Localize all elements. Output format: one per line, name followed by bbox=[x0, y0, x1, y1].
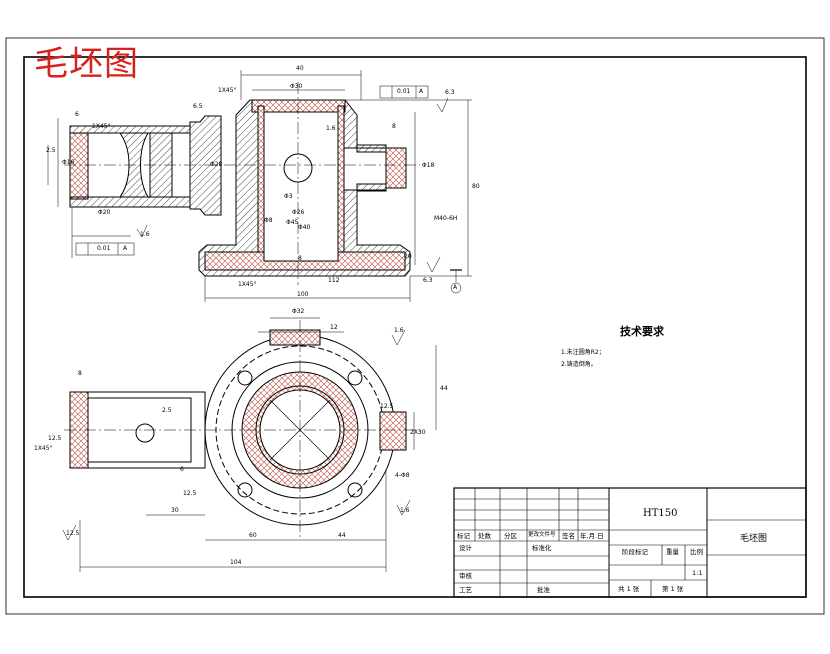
dim-label: 60 bbox=[249, 532, 257, 539]
title-row-label: 批准 bbox=[537, 586, 550, 594]
dim-label: 2.5 bbox=[162, 407, 172, 414]
title-row-label: 工艺 bbox=[459, 586, 472, 594]
sheet-number: 第 1 张 bbox=[662, 585, 684, 593]
title-row-label: 审核 bbox=[459, 572, 472, 580]
dim-label: 12 bbox=[330, 324, 338, 331]
dim-label: 44 bbox=[338, 532, 346, 539]
dim-label: 20 bbox=[404, 253, 412, 260]
stage-label: 重量 bbox=[666, 548, 679, 556]
dim-label: 40 bbox=[296, 65, 304, 72]
stage-label: 阶段标记 bbox=[622, 548, 648, 556]
dim-label: 12.5 bbox=[380, 403, 394, 410]
dim-label: 1.6 bbox=[400, 507, 410, 514]
dim-label: 30 bbox=[171, 507, 179, 514]
title-header: 签名 bbox=[562, 532, 575, 540]
dim-label: 12.5 bbox=[48, 435, 62, 442]
inner-frame bbox=[23, 56, 807, 598]
dim-label: 1.6 bbox=[140, 231, 150, 238]
title-header: 处数 bbox=[478, 532, 491, 540]
material-label: HT150 bbox=[643, 508, 678, 519]
title-header: 标记 bbox=[457, 532, 470, 540]
dim-label: Φ8 bbox=[264, 217, 273, 224]
bottom-dimension-lines bbox=[62, 317, 437, 572]
dim-label: 6.5 bbox=[193, 103, 203, 110]
dim-label: 2X30 bbox=[410, 429, 426, 436]
requirement-item: 1.未注圆角R2； bbox=[561, 349, 605, 356]
dim-label: Φ26 bbox=[292, 209, 305, 216]
dim-label: Φ28 bbox=[210, 161, 223, 168]
dim-label: A bbox=[453, 284, 458, 291]
dim-label: Φ32 bbox=[292, 308, 305, 315]
technical-requirements-title: 技术要求 bbox=[620, 325, 664, 338]
dim-label: 6.3 bbox=[423, 277, 433, 284]
dim-label: 1.6 bbox=[394, 327, 404, 334]
sheet-count: 共 1 张 bbox=[618, 585, 640, 593]
dim-label: 6 bbox=[75, 111, 79, 118]
dim-label: 6.3 bbox=[445, 89, 455, 96]
dim-label: 8 bbox=[392, 123, 396, 130]
bottom-plan-view bbox=[64, 320, 420, 540]
dim-label: 2.5 bbox=[46, 147, 56, 154]
outer-frame bbox=[5, 37, 825, 615]
title-header: 更改文件号 bbox=[528, 532, 556, 538]
dim-label: A bbox=[123, 245, 128, 252]
dim-label: 12.5 bbox=[183, 490, 197, 497]
dim-label: 100 bbox=[297, 291, 309, 298]
title-header: 分区 bbox=[504, 532, 517, 540]
title-row-label: 设计 bbox=[459, 544, 472, 552]
dim-label: Φ45 bbox=[286, 219, 299, 226]
dim-label: Φ18 bbox=[422, 162, 435, 169]
dim-label: Φ20 bbox=[98, 209, 111, 216]
dim-label: 4-Φ8 bbox=[395, 472, 410, 479]
dim-label: 0.01 bbox=[397, 88, 411, 95]
dim-label: Φ30 bbox=[290, 83, 303, 90]
dim-label: 1X45° bbox=[218, 87, 237, 94]
dim-label: 1.6 bbox=[326, 125, 336, 132]
dim-label: 6 bbox=[180, 466, 184, 473]
dim-label: 12.5 bbox=[66, 530, 80, 537]
dim-label: 44 bbox=[440, 385, 448, 392]
dim-label: 1X45° bbox=[238, 281, 257, 288]
dim-label: 80 bbox=[472, 183, 480, 190]
dim-label: 104 bbox=[230, 559, 242, 566]
blank-drawing-stamp: 毛坯图 bbox=[34, 44, 139, 84]
scale-value: 1:1 bbox=[692, 569, 703, 577]
dim-label: 112 bbox=[328, 277, 340, 284]
dim-label: Φ16 bbox=[62, 159, 75, 166]
dim-label: 1X45° bbox=[92, 123, 111, 130]
dim-label: Φ3 bbox=[284, 193, 293, 200]
dim-label: A bbox=[419, 88, 424, 95]
dim-label: 0.01 bbox=[97, 245, 111, 252]
title-row-label: 标准化 bbox=[532, 544, 552, 552]
dim-label: 1X45° bbox=[34, 445, 53, 452]
dim-label: 8 bbox=[78, 370, 82, 377]
title-block bbox=[453, 487, 807, 598]
dim-label: Φ40 bbox=[298, 224, 311, 231]
top-dimension-lines bbox=[47, 70, 472, 302]
dim-label: M40-6H bbox=[434, 215, 458, 222]
requirement-item: 2.铸造倒角。 bbox=[561, 361, 597, 368]
stage-label: 比例 bbox=[690, 548, 703, 556]
dim-label: 8 bbox=[298, 255, 302, 262]
title-header: 年.月.日 bbox=[580, 532, 604, 540]
drawing-name: 毛坯图 bbox=[740, 534, 768, 544]
top-section-view bbox=[64, 82, 420, 285]
